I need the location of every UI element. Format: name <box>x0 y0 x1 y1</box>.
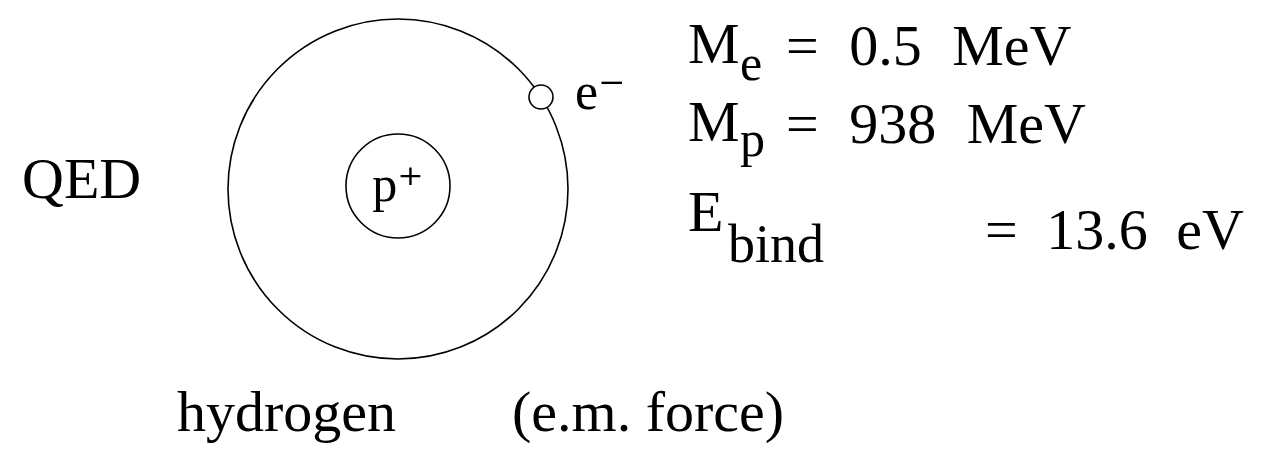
subscript: e <box>740 38 762 88</box>
electron-orbit <box>228 19 568 359</box>
energy-value: = 13.6 eV <box>985 201 1244 259</box>
mass-symbol: M <box>688 15 740 73</box>
mass-symbol: M <box>688 93 740 151</box>
circle-shape <box>346 134 450 238</box>
caption-label: (e.m. force) <box>512 383 784 441</box>
energy-symbol: E <box>688 183 723 241</box>
particle-symbol: p⁺ <box>372 159 423 209</box>
electron-circle: e⁻ <box>528 84 554 110</box>
circle-shape <box>529 85 553 109</box>
mass-value: = 0.5 MeV <box>786 17 1071 75</box>
proton-circle: p⁺ <box>345 133 451 239</box>
subscript: bind <box>728 217 824 271</box>
force-theory-label: QED <box>22 150 141 208</box>
subscript: p <box>740 114 765 164</box>
caption-label: hydrogen <box>177 383 396 441</box>
circle-outline <box>528 84 554 110</box>
mass-value: = 938 MeV <box>786 95 1086 153</box>
particle-label: e⁻ <box>575 66 626 118</box>
